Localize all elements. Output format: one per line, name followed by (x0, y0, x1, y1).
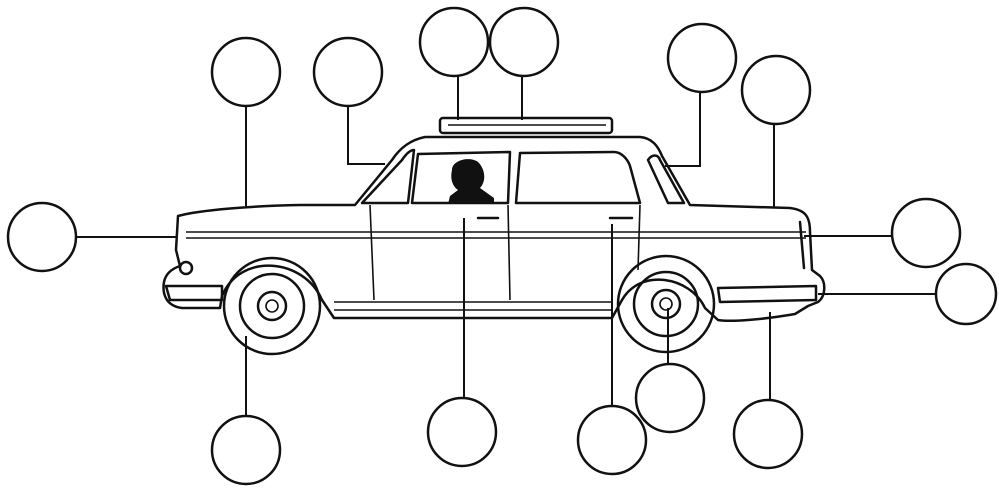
callout-circle-14 (734, 400, 802, 468)
callout-circle-3 (420, 8, 488, 76)
driver-silhouette (448, 159, 494, 204)
windshield (362, 150, 414, 203)
callout-circle-1 (212, 38, 280, 106)
rear-bumper (718, 286, 816, 302)
leader-lines (76, 76, 938, 416)
callout-circle-8 (892, 199, 960, 267)
car-illustration (164, 118, 825, 354)
callout-circle-5 (668, 24, 736, 92)
callout-circle-13 (636, 364, 704, 432)
rear-door-window (516, 152, 640, 203)
taillight (800, 222, 804, 268)
callout-circles (8, 8, 996, 484)
front-wheel (224, 258, 320, 354)
callout-circle-9 (936, 264, 996, 324)
callout-circle-11 (428, 398, 496, 466)
callout-circle-7 (8, 203, 76, 271)
callout-circle-2 (314, 38, 382, 106)
rear-wheel (618, 256, 714, 352)
headlight (180, 262, 192, 274)
callout-circle-6 (742, 56, 810, 124)
callout-circle-10 (212, 416, 280, 484)
callout-circle-4 (490, 8, 558, 76)
front-bumper (166, 286, 222, 300)
car-body-outline (164, 137, 825, 321)
callout-circle-12 (578, 406, 646, 474)
